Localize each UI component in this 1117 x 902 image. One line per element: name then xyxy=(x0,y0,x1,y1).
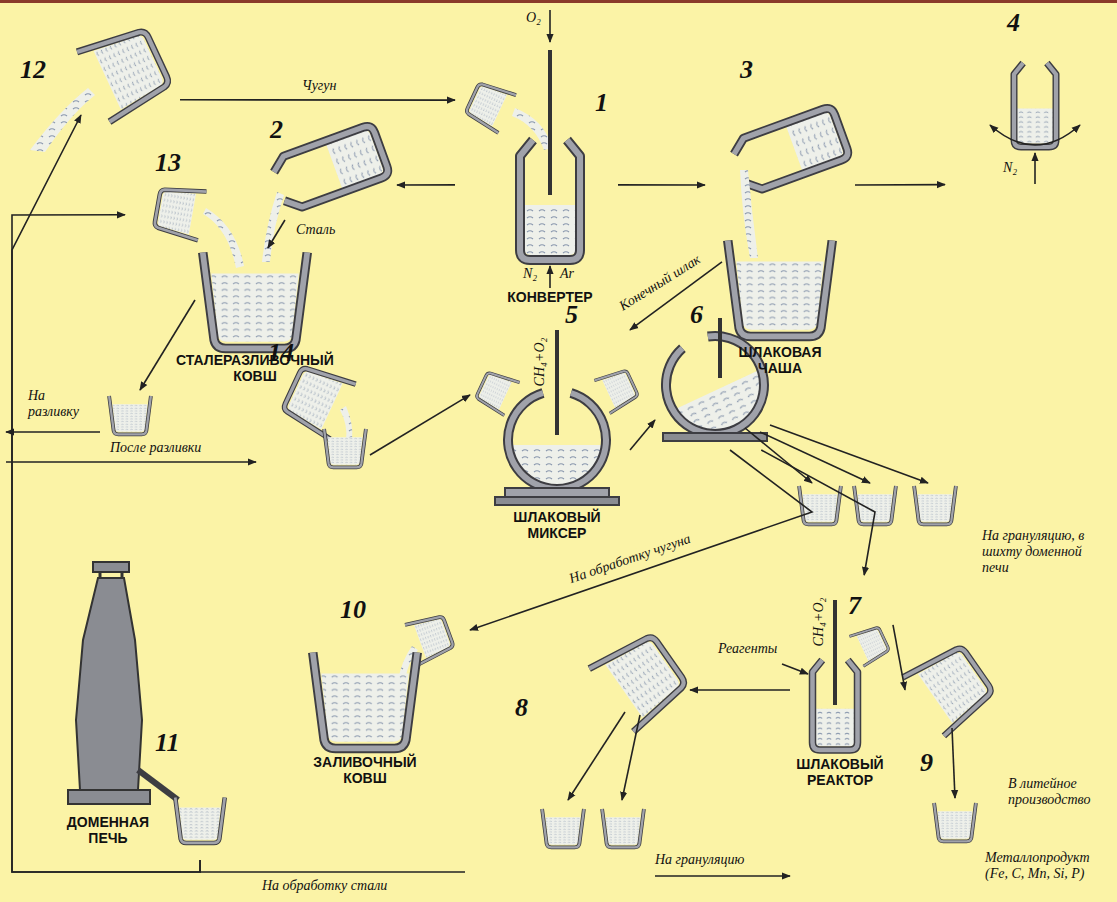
callout-number: 14 xyxy=(268,340,294,366)
flow-arrow xyxy=(180,99,455,101)
vessel-node: 7ШЛАКОВЫЙ РЕАКТОР xyxy=(790,575,893,800)
flow-arrow xyxy=(268,220,285,248)
callout-number: 12 xyxy=(20,57,46,83)
flow-label: N₂ xyxy=(523,266,537,282)
flow-label: CH₄+O₂ xyxy=(811,598,827,647)
flow-label: В литейное производство xyxy=(1008,776,1113,808)
edge-label: Сталь xyxy=(294,222,337,238)
callout-number: 1 xyxy=(595,90,608,116)
vessel-node: 8 xyxy=(500,630,690,870)
vessel-node: 5ШЛАКОВЫЙ МИКСЕР xyxy=(470,300,630,560)
flow-arrow xyxy=(761,450,875,575)
flow-arrow xyxy=(690,689,790,691)
vessel-node: 13 xyxy=(125,150,230,240)
vessel-name: ЗАЛИВОЧНЫЙ КОВШ xyxy=(303,755,428,786)
callout-number: 11 xyxy=(155,730,180,756)
flow-arrow xyxy=(12,215,200,872)
flow-arrow xyxy=(630,420,655,450)
flow-label: CH₄+O₂ xyxy=(532,338,548,387)
vessel-name: КОНВЕРТЕР xyxy=(485,290,615,306)
edge-label: Чугун xyxy=(300,78,338,94)
vessel-node: 2 xyxy=(262,115,397,220)
flow-label: Металлопродукт (Fe, C, Mn, Si, P) xyxy=(985,850,1110,882)
vessel-name: ШЛАКОВАЯ ЧАША xyxy=(723,345,838,376)
callout-number: 5 xyxy=(565,302,578,328)
callout-number: 7 xyxy=(848,593,861,619)
flow-arrow xyxy=(618,184,705,186)
flow-arrow xyxy=(893,625,905,690)
callout-number: 2 xyxy=(270,117,283,143)
vessel-name: ДОМЕННАЯ ПЕЧЬ xyxy=(53,815,163,846)
callout-number: 3 xyxy=(740,57,753,83)
edge-label: Конечный шлак xyxy=(615,251,706,316)
flow-label: На обработку стали xyxy=(262,878,387,894)
flow-label: N₂ xyxy=(1003,160,1017,176)
flow-arrow xyxy=(12,115,200,872)
flow-label: После разливки xyxy=(110,440,201,456)
flow-arrow xyxy=(397,184,455,186)
callout-number: 13 xyxy=(155,150,181,176)
vessel-node: 9 xyxy=(905,640,1005,855)
vessel-node: 12 xyxy=(15,35,180,115)
flow-arrow xyxy=(855,184,945,186)
callout-number: 9 xyxy=(920,750,933,776)
callout-number: 6 xyxy=(690,302,703,328)
vessel-node: ШЛАКОВАЯ ЧАША xyxy=(722,230,842,400)
callout-number: 8 xyxy=(515,695,528,721)
flow-label: На разливку xyxy=(28,388,98,420)
vessel-node: СТАЛЕРАЗЛИВОЧНЫЙ КОВШ xyxy=(165,248,346,396)
vessel-node: 14 xyxy=(260,340,370,475)
flow-label: На грануляцию xyxy=(655,852,744,868)
flow-label: Реагенты xyxy=(718,641,777,657)
callout-number: 10 xyxy=(340,597,366,623)
vessel-node: 3 xyxy=(705,55,855,225)
flow-label: Ar xyxy=(560,266,574,282)
vessel-name: ШЛАКОВЫЙ МИКСЕР xyxy=(487,510,627,541)
edge-label: На обработку чугуна xyxy=(565,530,694,588)
flow-arrow xyxy=(470,450,812,630)
vessel-name: СТАЛЕРАЗЛИВОЧНЫЙ КОВШ xyxy=(168,353,343,384)
vessel-node: 10ЗАЛИВОЧНЫЙ КОВШ xyxy=(300,595,470,805)
vessel-node: 11ДОМЕННАЯ ПЕЧЬ xyxy=(60,560,240,860)
callout-number: 4 xyxy=(1007,10,1020,36)
vessel-node: 6 xyxy=(655,300,780,450)
vessel-name: ШЛАКОВЫЙ РЕАКТОР xyxy=(790,757,890,788)
flow-label: O₂ xyxy=(526,10,541,26)
flow-arrow xyxy=(370,395,470,455)
flow-label: На грануляцию, в шихту доменной печи xyxy=(982,528,1112,576)
